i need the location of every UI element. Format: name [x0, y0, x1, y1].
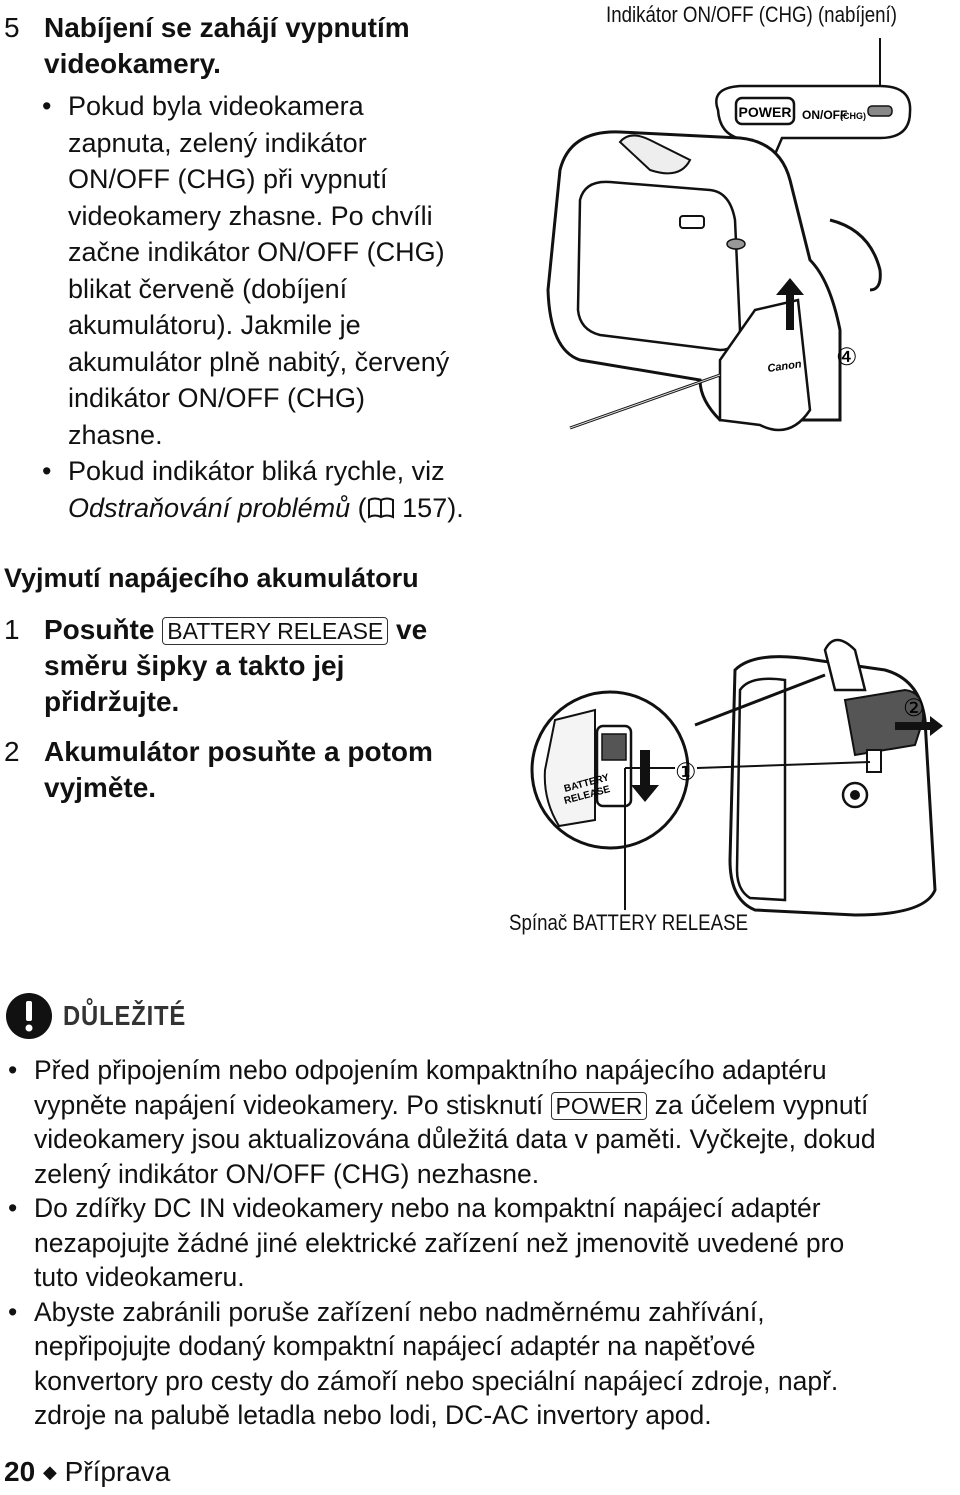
warning-icon	[6, 993, 52, 1039]
bullet-dot: •	[42, 456, 52, 486]
battery-pack	[843, 688, 925, 757]
bullet-text: Pokud byla videokamera zapnuta, zelený i…	[68, 88, 540, 453]
item-line: Abyste zabránili poruše zařízení nebo na…	[34, 1296, 765, 1327]
bullet-dot: •	[42, 91, 52, 121]
bullet-line: akumulátor plně nabitý, červený	[68, 346, 450, 377]
reference-page: 157).	[394, 492, 464, 523]
bullet-line: zapnuta, zelený indikátor	[68, 127, 367, 158]
item-line: videokamery jsou aktualizována důležitá …	[34, 1124, 876, 1154]
small-button	[679, 215, 705, 229]
bullet-line: zhasne.	[68, 419, 163, 450]
item-line: za účelem vypnutí	[647, 1089, 869, 1120]
cross-reference[interactable]: Odstraňování problémů ( 157).	[68, 490, 540, 527]
bullet-line: Pokud byla videokamera	[68, 91, 364, 121]
bullet-line: videokamery zhasne. Po chvíli	[68, 200, 433, 231]
item-line: nezapojujte žádné jiné elektrické zaříze…	[34, 1227, 845, 1258]
bullet-line: začne indikátor ON/OFF (CHG)	[68, 237, 445, 267]
important-item: • Do zdířky DC IN videokamery nebo na ko…	[4, 1191, 954, 1295]
bullet-line: ON/OFF (CHG) při vypnutí	[68, 164, 388, 194]
bullet-text: Pokud indikátor bliká rychle, viz Odstra…	[68, 453, 540, 526]
power-key: POWER	[550, 1091, 648, 1120]
step-5: 5 Nabíjení se zahájí vypnutím videokamer…	[4, 10, 524, 90]
item-line: konvertory pro cesty do zámoří nebo spec…	[34, 1365, 839, 1396]
connector-leader	[694, 673, 826, 727]
step-number: 2	[4, 736, 20, 767]
bullet-item: • Pokud byla videokamera zapnuta, zelený…	[40, 88, 540, 453]
bullet-line: blikat červeně (dobíjení	[68, 273, 348, 304]
camcorder-charging-illustration: POWER ON/OFF (CHG) Canon ④	[546, 38, 912, 432]
page-footer: 20 ◆ Příprava	[4, 1456, 170, 1488]
lens-hood	[618, 134, 692, 175]
item-line: Před připojením nebo odpojením kompaktní…	[34, 1055, 827, 1085]
item-line: nepřipojujte dodaný kompaktní napájecí a…	[34, 1331, 756, 1361]
arrow-up-icon	[776, 278, 804, 330]
onoff-label: ON/OFF	[802, 108, 847, 122]
separator-icon: ◆	[42, 1462, 57, 1482]
arrow-down-icon	[631, 750, 659, 802]
reference-open: (	[350, 492, 367, 523]
item-line: vypněte napájení videokamery. Po stisknu…	[34, 1089, 551, 1120]
important-title: DŮLEŽITÉ	[63, 1000, 187, 1031]
item-line: tuto videokameru.	[34, 1262, 245, 1292]
callout-number: ①	[675, 759, 697, 786]
dc-plug-cover	[718, 298, 812, 432]
figure2-caption: Spínač BATTERY RELEASE	[509, 910, 749, 935]
camcorder-side	[735, 677, 787, 902]
step-text-line2: směru šipky a takto jej	[44, 650, 345, 681]
chg-label: (CHG)	[840, 111, 866, 121]
step-text: ve	[388, 614, 428, 645]
power-button	[734, 96, 796, 126]
footer-section: Příprava	[64, 1456, 171, 1487]
page-number: 20	[4, 1456, 36, 1487]
important-list: • Před připojením nebo odpojením kompakt…	[4, 1053, 954, 1433]
reference-title[interactable]: Odstraňování problémů	[68, 492, 351, 523]
figure1-caption: Indikátor ON/OFF (CHG) (nabíjení)	[606, 2, 897, 27]
item-line: Do zdířky DC IN videokamery nebo na komp…	[34, 1193, 821, 1223]
step-1: 1 Posuňte BATTERY RELEASE ve směru šipky…	[4, 612, 524, 722]
item-line: zdroje na palubě letadla nebo lodi, DC-A…	[34, 1400, 712, 1430]
power-label: POWER	[739, 104, 792, 120]
important-item: • Před připojením nebo odpojením kompakt…	[4, 1053, 954, 1191]
arrow-right-icon	[895, 716, 943, 736]
step5-bullets: • Pokud byla videokamera zapnuta, zelený…	[40, 88, 540, 526]
grip-strap	[829, 218, 882, 292]
battery-release-illustration: BATTERY RELEASE ① ②	[530, 638, 943, 917]
step-number: 5	[4, 12, 20, 43]
step-number: 1	[4, 614, 20, 645]
brand-label: Canon	[767, 358, 803, 375]
bullet-line: indikátor ON/OFF (CHG)	[68, 383, 366, 413]
indicator-lamp	[867, 105, 893, 117]
bullet-item: • Pokud indikátor bliká rychle, viz Odst…	[40, 453, 540, 526]
bullet-dot: •	[8, 1296, 18, 1327]
book-icon	[367, 497, 394, 519]
indicator-on-body	[726, 238, 746, 250]
step-text-line1: Akumulátor posuňte a potom	[44, 736, 433, 767]
step-text-line3: přidržujte.	[44, 686, 180, 717]
battery-release-key: BATTERY RELEASE	[162, 617, 389, 645]
step-text-line2: vyjměte.	[44, 772, 157, 803]
step-text-line1: Nabíjení se zahájí vypnutím	[44, 12, 410, 43]
bullet-dot: •	[8, 1055, 18, 1085]
bullet-dot: •	[8, 1193, 18, 1223]
callout-number: ④	[836, 344, 858, 371]
important-item: • Abyste zabránili poruše zařízení nebo …	[4, 1295, 954, 1433]
step-text: Posuňte	[44, 614, 163, 645]
lcd-panel	[576, 180, 742, 352]
callout-number: ②	[903, 695, 925, 722]
item-line: zelený indikátor ON/OFF (CHG) nezhasne.	[34, 1158, 540, 1189]
step-text-line2: videokamery.	[44, 48, 221, 79]
step-2: 2 Akumulátor posuňte a potom vyjměte.	[4, 734, 524, 814]
cable-connector	[823, 638, 867, 692]
section-title: Vyjmutí napájecího akumulátoru	[4, 563, 419, 593]
bullet-line: akumulátoru). Jakmile je	[68, 310, 361, 340]
bullet-line: Pokud indikátor bliká rychle, viz	[68, 456, 445, 486]
release-switch-on-body	[866, 749, 882, 773]
